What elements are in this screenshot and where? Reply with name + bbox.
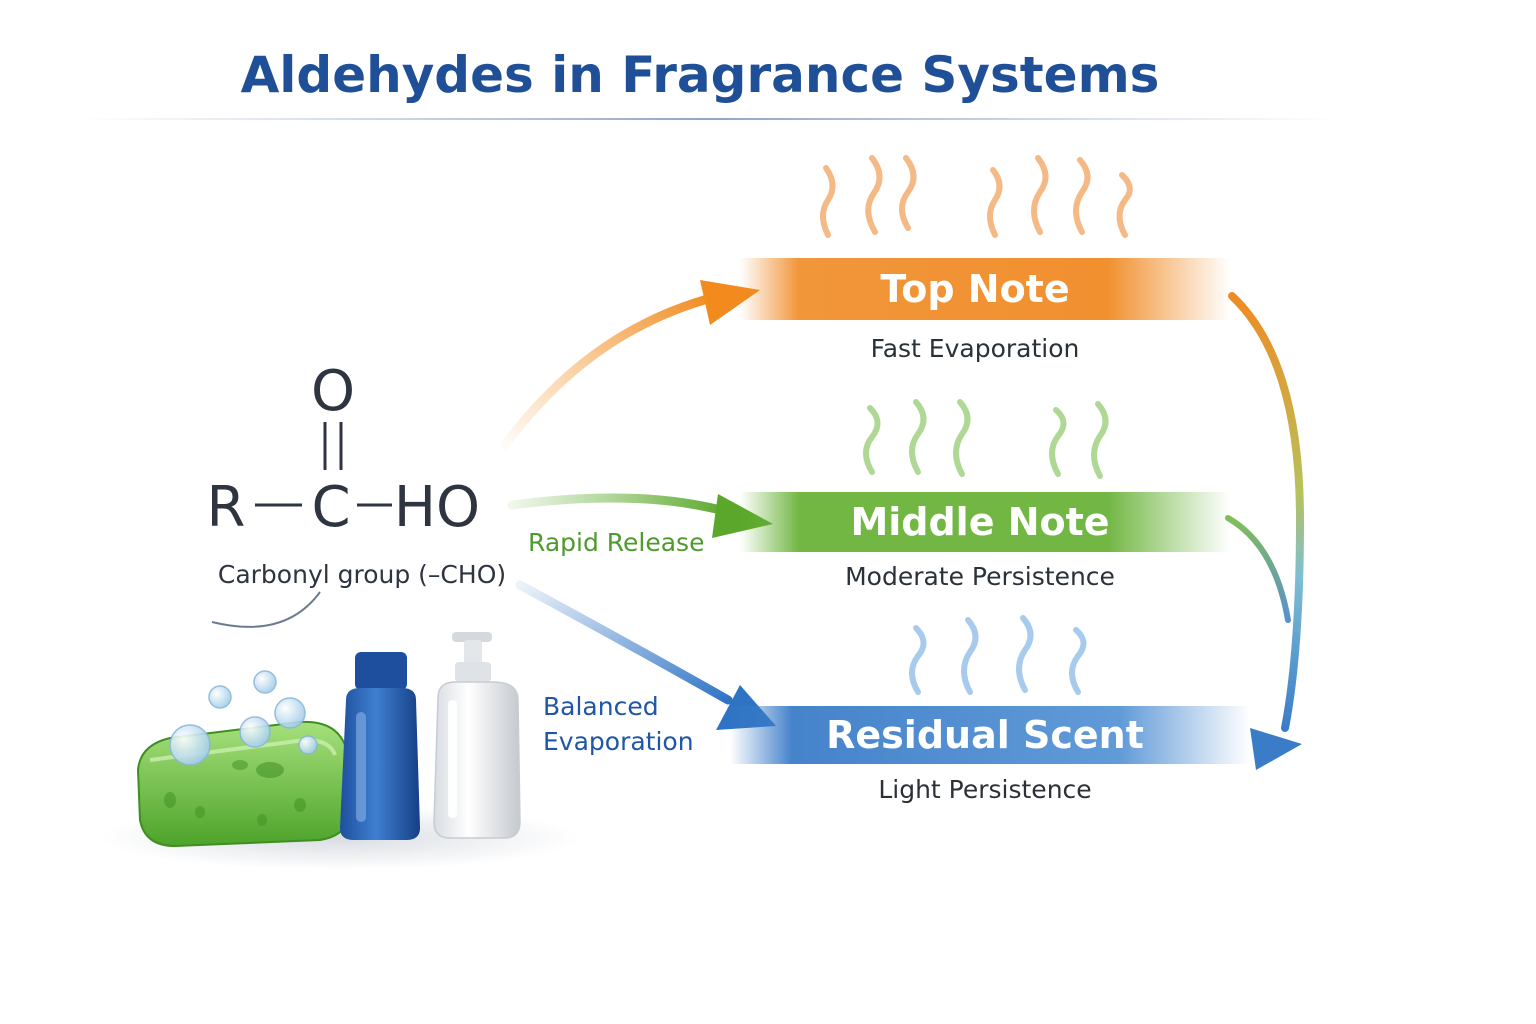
- r-group: R: [207, 475, 246, 540]
- top-note-label: Top Note: [880, 267, 1069, 311]
- side-arrow-head: [1250, 728, 1302, 770]
- vapor-wave-icon: [1016, 615, 1034, 693]
- middle-note-label: Middle Note: [850, 500, 1109, 544]
- middle-note-vapor: [863, 399, 1109, 479]
- balanced-evaporation-label-line2: Evaporation: [543, 727, 694, 756]
- vapor-wave-icon: [1049, 407, 1067, 477]
- vapor-wave-icon: [1031, 155, 1049, 235]
- bubble-cluster: [169, 670, 318, 766]
- bubble-icon: [239, 716, 271, 748]
- curved-arrow-icon: [515, 580, 733, 705]
- carbon-atom: C: [311, 475, 350, 540]
- side-arrows: [1225, 292, 1305, 770]
- flow-arrows: [500, 280, 776, 730]
- products-illustration: [100, 632, 580, 870]
- bubble-icon: [298, 735, 318, 755]
- bubble-icon: [253, 670, 277, 694]
- bubble-icon: [208, 685, 232, 709]
- residual-scent-label: Residual Scent: [826, 713, 1144, 757]
- vapor-wave-icon: [909, 399, 927, 475]
- vapor-wave-icon: [820, 165, 836, 238]
- top-note-bar: [740, 258, 1230, 320]
- vapor-wave-icon: [865, 155, 883, 235]
- caption-pointer: [211, 591, 321, 628]
- middle-note-bar: [740, 492, 1230, 552]
- vapor-wave-icon: [1116, 172, 1133, 238]
- rapid-release-label: Rapid Release: [528, 528, 704, 557]
- top-note-vapor: [820, 155, 1133, 238]
- curved-arrow-icon: [1228, 292, 1305, 732]
- carbonyl-caption: Carbonyl group (–CHO): [218, 560, 506, 589]
- top-note-band: Top Note Fast Evaporation: [740, 258, 1230, 363]
- vapor-wave-icon: [909, 625, 927, 695]
- residual-vapor: [909, 615, 1087, 695]
- middle-note-subtitle: Moderate Persistence: [845, 562, 1115, 591]
- residual-scent-subtitle: Light Persistence: [878, 775, 1091, 804]
- vapor-wave-icon: [1091, 401, 1109, 479]
- residual-scent-band: Residual Scent Light Persistence: [730, 706, 1250, 804]
- bubble-icon: [274, 697, 306, 729]
- bubble-icon: [169, 724, 211, 766]
- pump-bottle-icon: [433, 632, 521, 839]
- ho-group: HO: [394, 475, 480, 540]
- oxygen-atom: O: [311, 359, 355, 424]
- vapor-wave-icon: [863, 405, 881, 475]
- residual-scent-bar: [730, 706, 1250, 764]
- title-divider: [80, 118, 1340, 120]
- vapor-wave-icon: [987, 167, 1003, 238]
- curved-arrow-icon: [1225, 515, 1291, 623]
- vapor-wave-icon: [1073, 157, 1091, 235]
- top-note-subtitle: Fast Evaporation: [871, 334, 1080, 363]
- vapor-wave-icon: [899, 155, 917, 231]
- vapor-wave-icon: [961, 617, 979, 695]
- curved-arrow-icon: [507, 493, 733, 517]
- page-title: Aldehydes in Fragrance Systems: [241, 46, 1160, 104]
- vapor-wave-icon: [1069, 627, 1087, 695]
- curved-arrow-icon: [500, 292, 720, 450]
- vapor-wave-icon: [953, 399, 971, 477]
- blue-bottle-icon: [340, 652, 420, 840]
- middle-note-band: Middle Note Moderate Persistence: [740, 492, 1230, 591]
- aldehyde-structure: O R C HO Carbonyl group (–CHO): [207, 359, 506, 628]
- balanced-evaporation-label-line1: Balanced: [543, 692, 659, 721]
